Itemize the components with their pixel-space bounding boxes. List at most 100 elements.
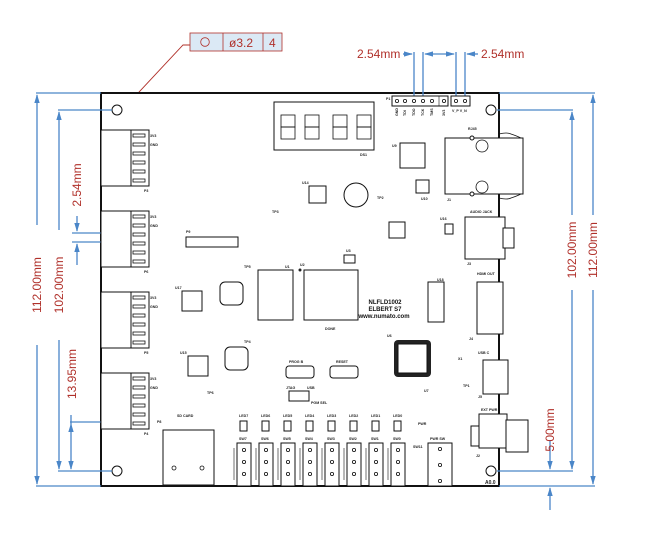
sd-card-slot: SD CARD P8 — [157, 414, 215, 486]
svg-text:LED7: LED7 — [239, 414, 248, 418]
audio-jack: AUDIO JACK J3 — [464, 210, 515, 266]
svg-text:SW11: SW11 — [413, 445, 423, 449]
ext-power-jack: EXT PWR J2 — [470, 408, 529, 458]
mounting-hole — [111, 104, 123, 116]
hole-symbol-icon — [200, 37, 210, 47]
svg-text:3V3: 3V3 — [442, 110, 446, 116]
svg-text:TP4: TP4 — [244, 340, 251, 344]
svg-text:TP3: TP3 — [272, 210, 279, 214]
board-name: NLFLD1002 — [368, 300, 402, 306]
svg-text:U1: U1 — [285, 265, 290, 269]
ic-u18: U18 — [427, 278, 445, 323]
svg-text:LED3: LED3 — [327, 414, 336, 418]
svg-text:PGM SEL: PGM SEL — [311, 401, 328, 405]
dim-left-inner-label: 102.00mm — [52, 257, 66, 314]
svg-text:TDO: TDO — [412, 108, 416, 116]
led-led3: LED3 — [327, 414, 336, 432]
ffc-connector: P9 — [185, 230, 239, 248]
svg-text:DS1: DS1 — [360, 153, 367, 157]
mounting-hole — [485, 465, 497, 477]
mounting-hole — [485, 104, 497, 116]
inductor — [224, 346, 249, 371]
svg-text:3V3: 3V3 — [150, 296, 156, 300]
svg-text:U10: U10 — [421, 197, 428, 201]
prog-button: PROG B — [285, 360, 315, 379]
svg-text:SW0: SW0 — [393, 437, 401, 441]
svg-text:U2: U2 — [300, 263, 305, 267]
svg-text:P4: P4 — [144, 432, 148, 436]
svg-text:J3: J3 — [467, 262, 471, 266]
led-led2: LED2 — [349, 414, 358, 432]
svg-text:SW5: SW5 — [283, 437, 291, 441]
ic-u6: U6 — [387, 334, 431, 377]
svg-text:DONE: DONE — [325, 327, 336, 331]
switch-sw3[interactable]: SW3 — [321, 437, 340, 487]
svg-text:LED4: LED4 — [305, 414, 314, 418]
ic-u3 — [343, 254, 356, 264]
svg-text:LED2: LED2 — [349, 414, 358, 418]
dim-left-outer-label: 112.00mm — [30, 257, 44, 313]
led-led7: LED7 — [239, 414, 248, 432]
dim-header-pitch-right: 2.54mm — [481, 47, 524, 61]
svg-text:TP2: TP2 — [377, 196, 384, 200]
svg-text:P8: P8 — [157, 420, 161, 424]
switch-sw7[interactable]: SW7 — [233, 437, 252, 487]
svg-text:J4: J4 — [469, 337, 473, 341]
hole-diameter: ø3.2 — [229, 36, 253, 50]
svg-text:SW7: SW7 — [239, 437, 247, 441]
dim-pmod-pitch-label: 2.54mm — [70, 163, 84, 206]
dim-right-outer-label: 112.00mm — [586, 222, 600, 278]
usb-c-connector: USB C J5 — [478, 351, 509, 399]
dim-right-inner-label: 102.00mm — [565, 222, 579, 279]
svg-text:GND: GND — [150, 224, 158, 228]
board-website: www.numato.com — [357, 314, 409, 320]
svg-text:RESET: RESET — [336, 360, 349, 364]
switch-sw2[interactable]: SW2 — [343, 437, 362, 487]
svg-text:AUDIO JACK: AUDIO JACK — [470, 210, 493, 214]
svg-text:PROG B: PROG B — [289, 360, 304, 364]
svg-text:U3: U3 — [346, 249, 351, 253]
svg-text:3V3: 3V3 — [150, 377, 156, 381]
ic-u1: U1 TP5 — [244, 265, 294, 321]
svg-text:U14: U14 — [302, 181, 309, 185]
svg-text:TMS: TMS — [430, 108, 434, 116]
svg-text:TP1: TP1 — [463, 384, 470, 388]
rj45-connector: RJ45 J1 — [444, 127, 524, 202]
svg-text:3V3: 3V3 — [150, 134, 156, 138]
hole-count: 4 — [269, 36, 276, 50]
svg-text:J2: J2 — [476, 454, 480, 458]
svg-text:USB: USB — [307, 386, 315, 390]
svg-text:P3: P3 — [144, 189, 148, 193]
callout-leader — [125, 44, 190, 107]
dim-left-outer — [34, 92, 101, 487]
svg-text:SW2: SW2 — [349, 437, 357, 441]
svg-text:LED6: LED6 — [261, 414, 270, 418]
switch-sw5[interactable]: SW5 — [277, 437, 296, 487]
svg-text:P5: P5 — [144, 351, 148, 355]
led-led4: LED4 — [305, 414, 314, 432]
dim-header-pitch — [403, 51, 478, 101]
switch-sw4[interactable]: SW4 — [299, 437, 318, 487]
svg-text:TP6: TP6 — [207, 391, 214, 395]
ic-u9: U9 — [392, 142, 426, 169]
dim-hole-offset-label: 5.00mm — [543, 408, 557, 451]
dim-right-outer — [499, 92, 596, 487]
svg-text:SD CARD: SD CARD — [177, 414, 194, 418]
svg-text:3V3: 3V3 — [150, 215, 156, 219]
svg-text:PWR: PWR — [418, 422, 427, 426]
svg-text:U6: U6 — [387, 334, 392, 338]
mounting-hole — [111, 465, 123, 477]
switch-sw0[interactable]: SW0 — [387, 437, 406, 487]
power-switch: PWR SW SW11 PWR — [413, 422, 453, 487]
switch-sw1[interactable]: SW1 — [365, 437, 384, 487]
dim-left-inner — [56, 109, 112, 472]
svg-text:USB C: USB C — [478, 351, 490, 355]
svg-text:JTAG: JTAG — [286, 386, 296, 390]
switch-sw6[interactable]: SW6 — [255, 437, 274, 487]
ic-u14: U14 — [302, 181, 327, 204]
svg-text:SW3: SW3 — [327, 437, 335, 441]
ic-u16 — [444, 223, 454, 235]
